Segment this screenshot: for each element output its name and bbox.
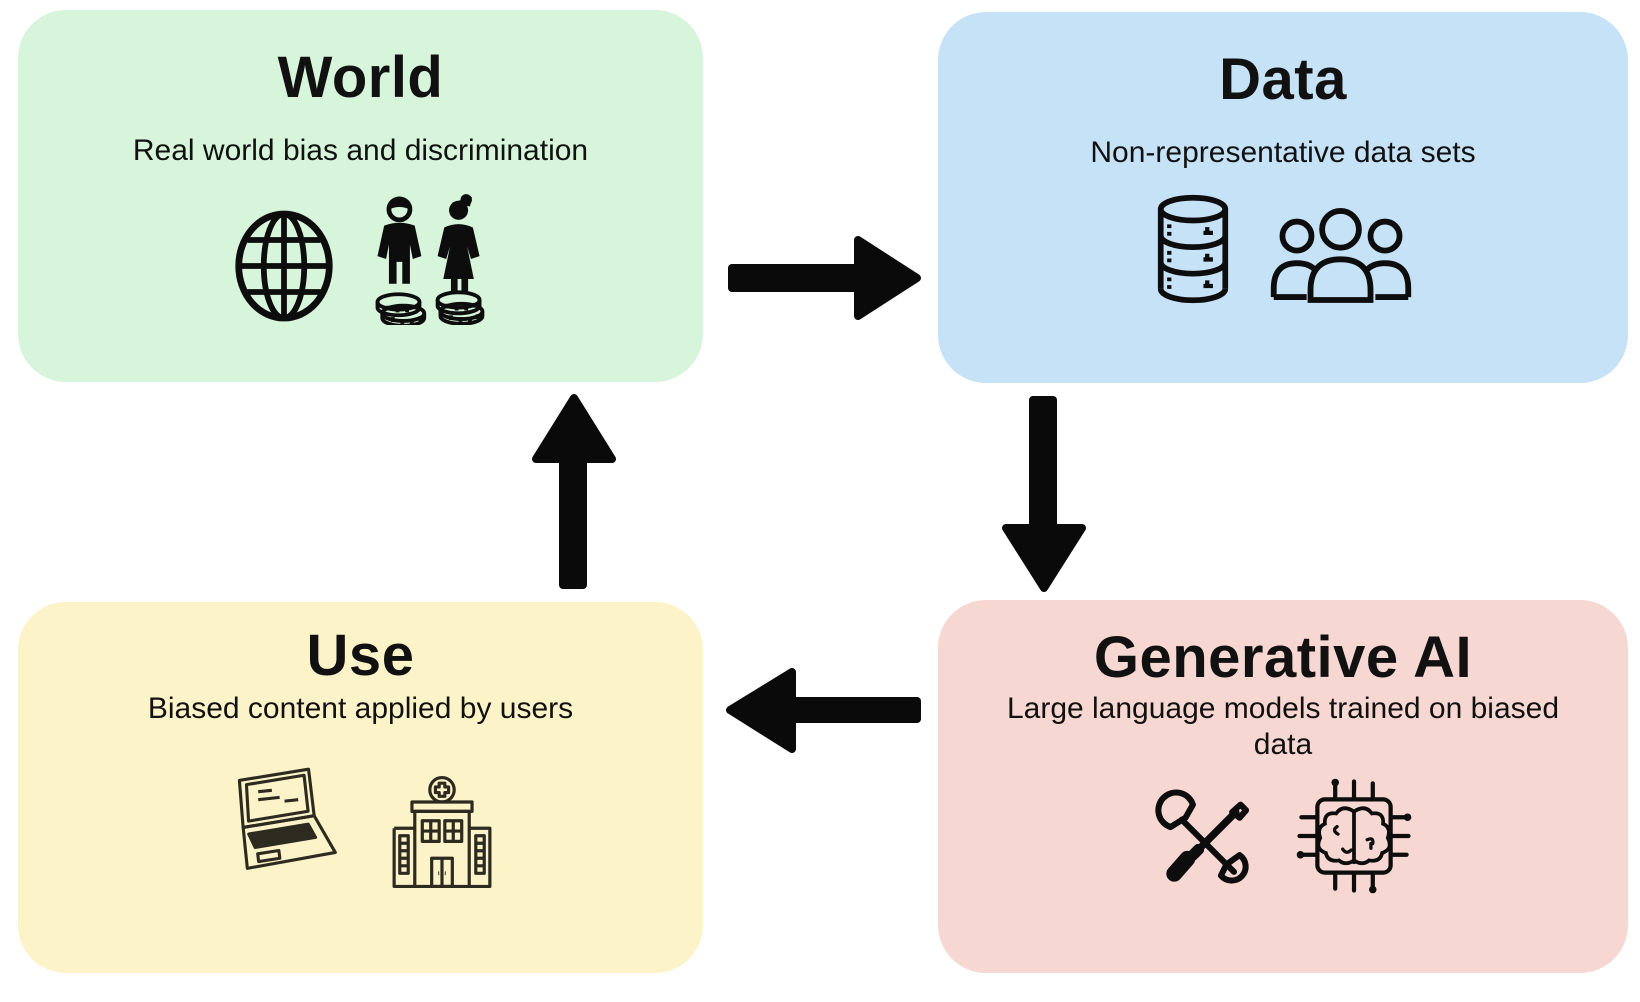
laptop-icon <box>205 749 364 905</box>
gender-pay-gap-icon <box>367 191 491 326</box>
node-genai-icons <box>1150 774 1416 898</box>
hospital-icon <box>381 773 503 891</box>
globe-icon <box>231 207 337 325</box>
arrow-genai-to-use <box>726 668 921 753</box>
node-use-title: Use <box>306 623 415 688</box>
people-group-icon <box>1266 203 1416 305</box>
node-genai-subtitle: Large language models trained on biased … <box>1006 691 1560 762</box>
wrench-screwdriver-icon <box>1150 786 1262 898</box>
node-use-subtitle: Biased content applied by users <box>147 691 574 725</box>
node-genai: Generative AI Large language models trai… <box>938 600 1628 973</box>
node-world-subtitle: Real world bias and discrimination <box>132 133 589 167</box>
node-genai-title: Generative AI <box>1093 625 1473 690</box>
node-world: World Real world bias and discrimination <box>18 10 703 382</box>
node-data-icons <box>1150 193 1416 305</box>
node-world-icons <box>231 191 491 326</box>
node-use: Use Biased content applied by users <box>18 602 703 973</box>
arrow-world-to-data <box>728 236 921 320</box>
ai-chip-brain-icon <box>1292 774 1416 898</box>
arrow-use-to-world <box>532 394 616 589</box>
node-world-title: World <box>277 45 444 110</box>
node-data: Data Non-representative data sets <box>938 12 1628 383</box>
node-use-icons <box>219 763 503 891</box>
node-data-title: Data <box>1219 47 1347 112</box>
node-data-subtitle: Non-representative data sets <box>1090 135 1476 169</box>
database-icon <box>1150 193 1236 305</box>
arrow-data-to-genai <box>1002 396 1086 592</box>
